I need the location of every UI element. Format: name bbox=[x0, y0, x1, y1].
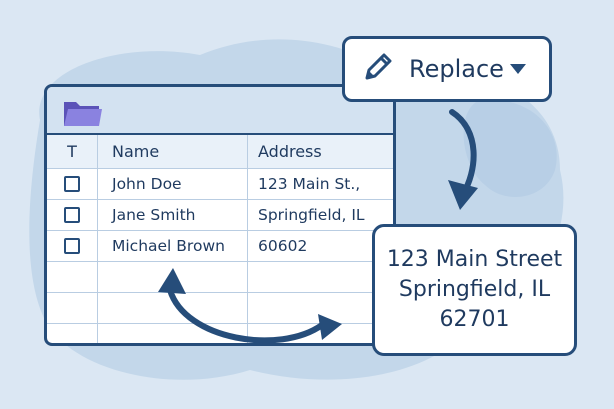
spreadsheet-window: T Name Address John Doe 123 Main St., Ja… bbox=[44, 84, 396, 346]
replace-button[interactable]: Replace bbox=[342, 36, 552, 102]
address-header-label: Address bbox=[258, 142, 322, 161]
address-column-header[interactable]: Address bbox=[248, 135, 393, 168]
address-cell[interactable]: 123 Main St., bbox=[258, 175, 361, 193]
address-cell[interactable]: Springfield, IL bbox=[258, 206, 365, 224]
result-city: Springfield, IL bbox=[398, 277, 551, 302]
result-street: 123 Main Street bbox=[386, 247, 563, 272]
address-cell[interactable]: 60602 bbox=[258, 237, 308, 255]
name-column-header[interactable]: Name bbox=[98, 135, 248, 168]
folder-icon[interactable] bbox=[61, 96, 105, 134]
replace-label: Replace bbox=[409, 55, 504, 83]
empty-row[interactable] bbox=[47, 324, 393, 343]
name-cell[interactable]: Michael Brown bbox=[112, 237, 225, 255]
table-row[interactable]: Michael Brown 60602 bbox=[47, 231, 393, 262]
result-zip: 62701 bbox=[439, 307, 510, 332]
name-cell[interactable]: Jane Smith bbox=[112, 206, 196, 224]
table-row[interactable]: John Doe 123 Main St., bbox=[47, 169, 393, 200]
spreadsheet-titlebar bbox=[47, 87, 393, 135]
name-header-label: Name bbox=[112, 142, 160, 161]
table-row[interactable]: Jane Smith Springfield, IL bbox=[47, 200, 393, 231]
row-checkbox[interactable] bbox=[64, 176, 80, 192]
table-header-row: T Name Address bbox=[47, 135, 393, 169]
pencil-icon bbox=[361, 50, 395, 88]
replacement-result-box: 123 Main Street Springfield, IL 62701 bbox=[372, 224, 577, 356]
caret-down-icon[interactable] bbox=[509, 60, 527, 79]
type-icon: T bbox=[67, 142, 77, 161]
name-cell[interactable]: John Doe bbox=[112, 175, 182, 193]
row-checkbox[interactable] bbox=[64, 207, 80, 223]
empty-row[interactable] bbox=[47, 262, 393, 293]
empty-row[interactable] bbox=[47, 293, 393, 324]
row-checkbox[interactable] bbox=[64, 238, 80, 254]
type-column-header[interactable]: T bbox=[47, 135, 98, 168]
